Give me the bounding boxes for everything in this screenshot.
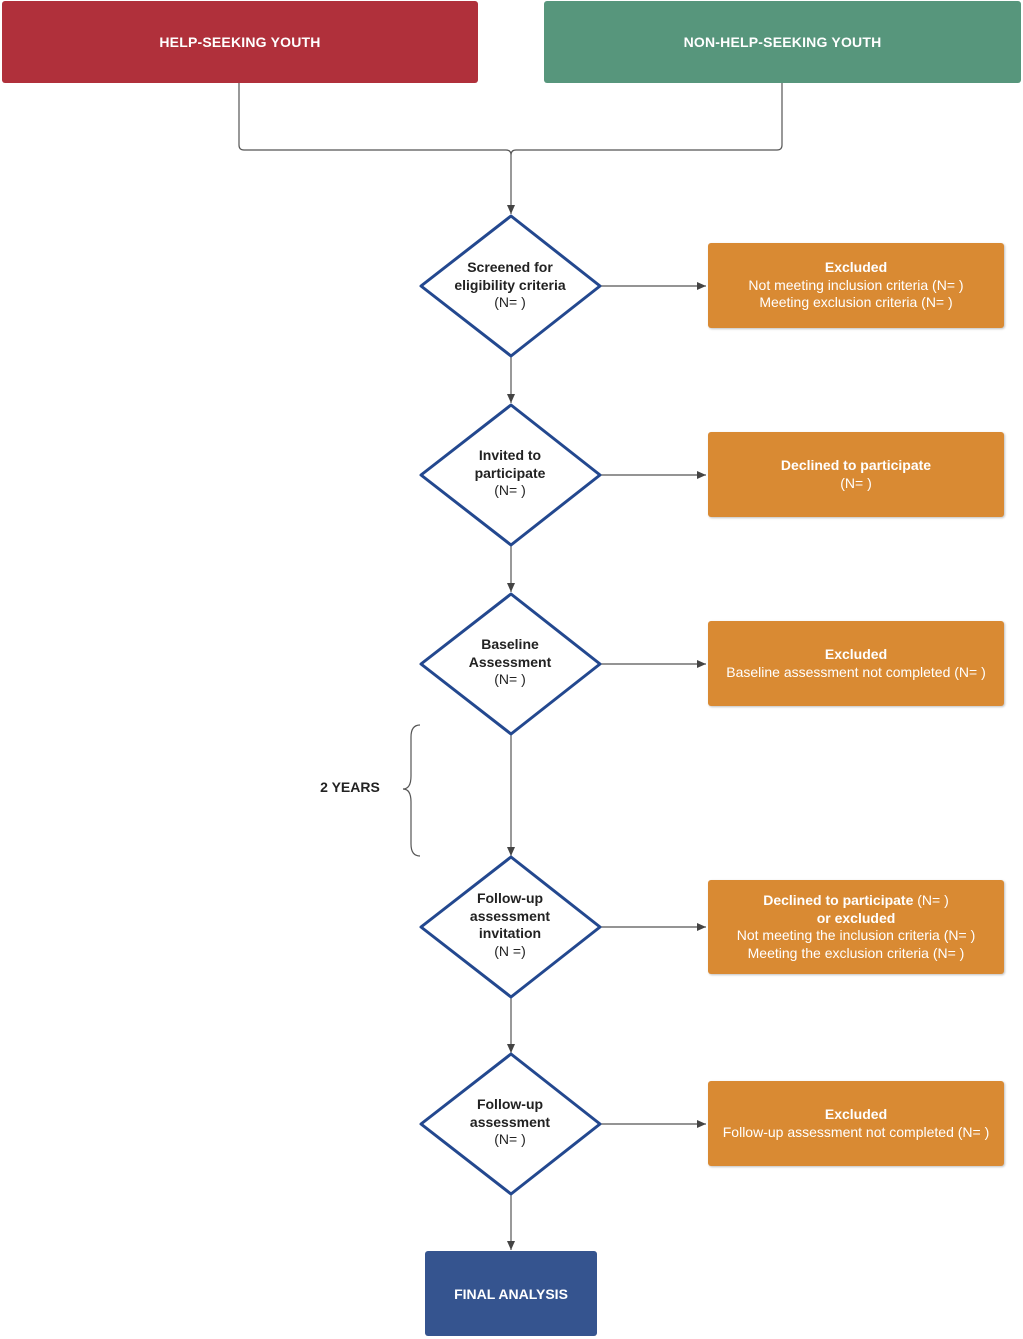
declined-or-excluded-followup-box: Declined to participate (N= ) or exclude…	[708, 880, 1004, 974]
screened-label: Screened for eligibility criteria (N= )	[454, 259, 566, 310]
non-help-seeking-youth-box: NON-HELP-SEEKING YOUTH	[544, 1, 1021, 83]
followup-label: Follow-up assessment (N= )	[469, 1096, 551, 1147]
final-analysis-label: FINAL ANALYSIS	[454, 1285, 568, 1302]
followup-invitation-label: Follow-up assessment invitation (N =)	[469, 890, 551, 959]
interval-brace	[402, 724, 421, 857]
baseline-label: Baseline Assessment (N= )	[468, 636, 552, 687]
non-help-seeking-youth-label: NON-HELP-SEEKING YOUTH	[683, 34, 882, 50]
merge-line	[238, 83, 783, 156]
invited-label: Invited to participate (N= )	[474, 447, 546, 498]
diamond-screened	[419, 214, 602, 358]
diamond-baseline	[419, 592, 602, 736]
declined-participation-box: Declined to participate (N= )	[708, 432, 1004, 517]
excluded-screening-box: Excluded Not meeting inclusion criteria …	[708, 243, 1004, 328]
diamond-followup	[419, 1052, 602, 1196]
help-seeking-youth-box: HELP-SEEKING YOUTH	[2, 1, 478, 83]
diamond-followup-invitation	[419, 855, 602, 999]
excluded-followup-box: Excluded Follow-up assessment not comple…	[708, 1081, 1004, 1166]
help-seeking-youth-label: HELP-SEEKING YOUTH	[159, 34, 321, 50]
interval-label: 2 YEARS	[320, 779, 380, 795]
excluded-baseline-box: Excluded Baseline assessment not complet…	[708, 621, 1004, 706]
final-analysis-box: FINAL ANALYSIS	[425, 1251, 597, 1336]
diamond-invited	[419, 403, 602, 547]
